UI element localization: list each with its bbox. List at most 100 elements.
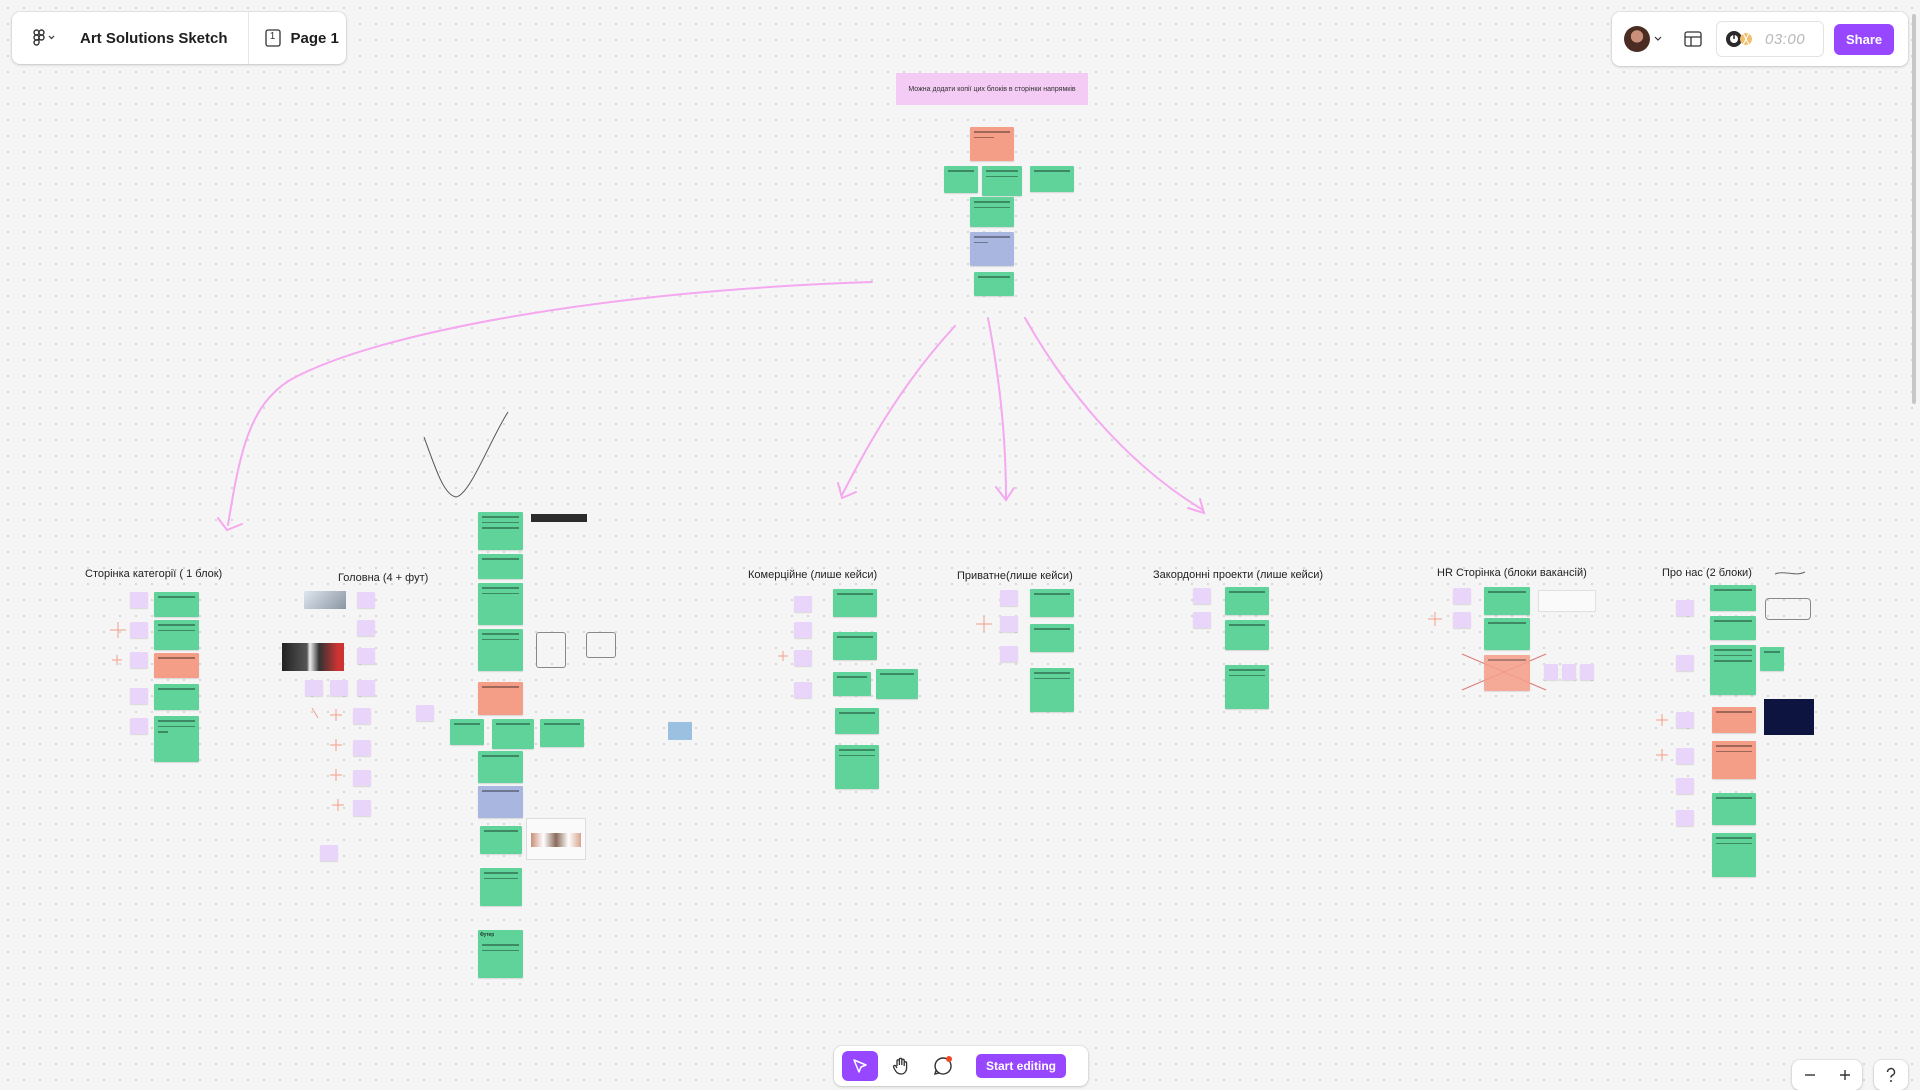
sticky-note[interactable] [833, 589, 877, 617]
vertical-scrollbar[interactable] [1912, 14, 1916, 404]
sticky-note[interactable] [974, 272, 1014, 296]
sticky-note[interactable] [1712, 741, 1756, 779]
sticky-note[interactable] [1676, 778, 1694, 794]
help-button[interactable] [1874, 1060, 1908, 1090]
wireframe-sketch[interactable] [1765, 598, 1811, 620]
footer-note[interactable]: Футер [478, 930, 523, 978]
sticky-note[interactable] [1453, 588, 1471, 604]
sticky-note[interactable] [1710, 616, 1756, 640]
start-editing-button[interactable]: Start editing [976, 1054, 1067, 1078]
sticky-note[interactable] [876, 669, 918, 699]
sticky-note[interactable] [1000, 616, 1018, 632]
sticky-note[interactable] [478, 629, 523, 671]
top-banner-note[interactable]: Можна додати копії цих блоків в сторінки… [896, 73, 1088, 105]
sticky-note[interactable] [1225, 587, 1269, 615]
sticky-note[interactable] [353, 708, 371, 724]
share-button[interactable]: Share [1834, 23, 1895, 55]
sticky-note[interactable] [130, 592, 148, 608]
sticky-note[interactable] [154, 620, 199, 650]
laptop-thumbnail[interactable] [668, 722, 692, 740]
sticky-note[interactable] [1676, 712, 1694, 728]
sticky-note[interactable] [1030, 166, 1074, 192]
select-tool-button[interactable] [842, 1051, 878, 1081]
sticky-note[interactable] [154, 716, 199, 762]
sticky-note[interactable] [1580, 664, 1594, 680]
sticky-note[interactable] [450, 719, 484, 745]
sticky-note[interactable] [1676, 810, 1694, 826]
sticky-note[interactable] [1225, 620, 1269, 650]
sticky-note[interactable] [1562, 664, 1576, 680]
sticky-note[interactable] [478, 786, 523, 818]
sticky-note[interactable] [357, 680, 375, 696]
sticky-note[interactable] [480, 826, 522, 854]
sticky-note[interactable] [1030, 624, 1074, 652]
sticky-note[interactable] [357, 592, 375, 608]
sticky-note[interactable] [1484, 618, 1530, 650]
sticky-note[interactable] [1000, 646, 1018, 662]
sticky-note[interactable] [1030, 668, 1074, 712]
sticky-note[interactable] [320, 845, 338, 861]
sticky-note[interactable] [480, 868, 522, 906]
user-avatar-menu[interactable] [1624, 26, 1662, 52]
file-title[interactable]: Art Solutions Sketch [80, 29, 228, 47]
sticky-note[interactable] [154, 653, 199, 678]
sticky-note[interactable] [835, 708, 879, 734]
sticky-note[interactable] [1484, 655, 1530, 691]
sticky-note[interactable] [154, 592, 199, 617]
sticky-note[interactable] [833, 632, 877, 660]
sticky-note[interactable] [1676, 600, 1694, 616]
sticky-note[interactable] [1193, 612, 1211, 628]
image-thumbnail[interactable] [282, 643, 344, 671]
dark-banner-thumbnail[interactable] [531, 514, 587, 522]
sticky-note[interactable] [416, 705, 434, 721]
sticky-note[interactable] [1710, 645, 1756, 695]
sticky-note[interactable] [835, 745, 879, 789]
sticky-note[interactable] [1712, 707, 1756, 733]
sticky-note[interactable] [130, 718, 148, 734]
zoom-out-button[interactable] [1792, 1060, 1827, 1090]
sticky-note[interactable] [794, 596, 812, 612]
hand-tool-button[interactable] [886, 1051, 916, 1081]
sticky-note[interactable] [353, 800, 371, 816]
sticky-note[interactable] [1193, 588, 1211, 604]
sticky-note[interactable] [130, 688, 148, 704]
sticky-note[interactable] [833, 672, 871, 696]
vacancy-cards-sketch[interactable] [1538, 590, 1596, 612]
sticky-note[interactable] [1710, 585, 1756, 611]
layout-panel-button[interactable] [1680, 26, 1706, 52]
main-menu-button[interactable] [22, 18, 66, 58]
sticky-note[interactable] [357, 620, 375, 636]
sticky-note[interactable] [353, 740, 371, 756]
dark-screenshot-thumbnail[interactable] [1764, 699, 1814, 735]
sticky-note[interactable] [1676, 655, 1694, 671]
sticky-note[interactable] [478, 751, 523, 783]
sticky-note[interactable] [357, 648, 375, 664]
sticky-note[interactable] [794, 622, 812, 638]
sticky-note[interactable] [1453, 612, 1471, 628]
sticky-note[interactable] [794, 650, 812, 666]
sticky-note[interactable] [982, 166, 1022, 196]
timer-widget[interactable]: 03:00 [1716, 21, 1824, 57]
sticky-note[interactable] [478, 682, 523, 715]
sticky-note[interactable] [130, 652, 148, 668]
sticky-note[interactable] [1030, 589, 1074, 617]
sticky-note[interactable] [492, 719, 534, 749]
sticky-note[interactable] [1712, 793, 1756, 825]
page-selector[interactable]: 1 Page 1 [263, 28, 339, 48]
comment-tool-button[interactable] [928, 1051, 958, 1081]
sticky-note[interactable] [478, 554, 523, 579]
wireframe-sketch[interactable] [586, 632, 616, 658]
zoom-in-button[interactable] [1827, 1060, 1862, 1090]
sticky-note[interactable] [1484, 587, 1530, 615]
sticky-note[interactable] [970, 197, 1014, 227]
image-card-thumbnail[interactable] [526, 818, 586, 860]
sticky-note[interactable] [130, 622, 148, 638]
sticky-note[interactable] [154, 684, 199, 710]
sticky-note[interactable] [1225, 665, 1269, 709]
sticky-note[interactable] [794, 682, 812, 698]
sticky-note[interactable] [1676, 748, 1694, 764]
sticky-note[interactable] [1712, 833, 1756, 877]
wireframe-sketch[interactable] [536, 632, 566, 668]
sticky-note[interactable] [353, 770, 371, 786]
